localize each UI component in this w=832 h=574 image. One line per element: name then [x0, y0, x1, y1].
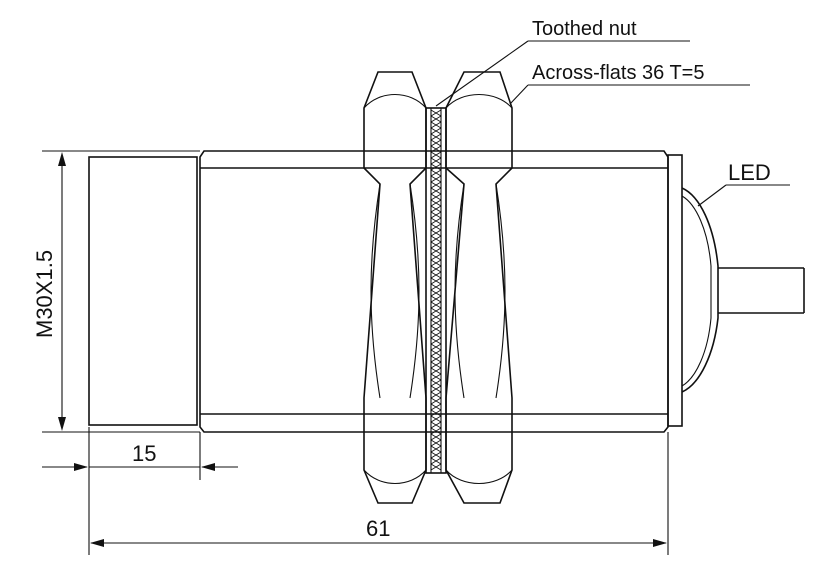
knurl-mark — [430, 397, 442, 405]
knurl-mark — [430, 427, 442, 435]
knurl-mark — [430, 313, 442, 321]
knurl-mark — [430, 349, 442, 357]
knurl-mark — [430, 445, 442, 453]
toothed-nut-callout: Toothed nut — [435, 18, 690, 107]
knurl-mark — [430, 433, 442, 441]
knurl-mark — [430, 121, 442, 129]
knurl-mark — [430, 157, 442, 165]
hex-nut-right — [445, 71, 513, 504]
knurl-mark — [430, 367, 442, 375]
knurl-mark — [430, 403, 442, 411]
knurl-mark — [430, 379, 442, 387]
overall-length-dimension: 61 — [90, 432, 669, 555]
knurl-mark — [430, 289, 442, 297]
knurl-mark — [430, 373, 442, 381]
knurl-mark — [430, 223, 442, 231]
knurl-mark — [430, 391, 442, 399]
knurl-mark — [430, 199, 442, 207]
knurl-mark — [430, 301, 442, 309]
knurl-mark — [430, 265, 442, 273]
knurl-mark — [430, 253, 442, 261]
led-label: LED — [728, 160, 771, 185]
thread-dimension-label: M30X1.5 — [32, 250, 57, 338]
knurl-mark — [430, 175, 442, 183]
led-dome — [681, 187, 719, 393]
knurl-mark — [430, 211, 442, 219]
knurl-mark — [430, 109, 442, 117]
knurl-mark — [430, 325, 442, 333]
across-flats-callout: Across-flats 36 T=5 — [509, 62, 750, 105]
knurl-mark — [430, 187, 442, 195]
knurl-mark — [430, 319, 442, 327]
knurl-mark — [430, 241, 442, 249]
thread-dimension: M30X1.5 — [32, 150, 200, 433]
knurl-mark — [430, 115, 442, 123]
knurl-mark — [430, 247, 442, 255]
knurl-mark — [430, 259, 442, 267]
knurl-mark — [430, 457, 442, 465]
knurl-mark — [430, 235, 442, 243]
hex-nut-left — [363, 71, 427, 504]
knurl-mark — [430, 331, 442, 339]
led-callout: LED — [697, 160, 790, 207]
knurl-mark — [430, 385, 442, 393]
knurl-mark — [430, 145, 442, 153]
knurl-mark — [430, 295, 442, 303]
knurl-mark — [430, 127, 442, 135]
knurl-mark — [430, 169, 442, 177]
knurl-mark — [430, 307, 442, 315]
knurl-mark — [430, 133, 442, 141]
knurl-mark — [430, 151, 442, 159]
knurl-mark — [430, 361, 442, 369]
knurl-mark — [430, 451, 442, 459]
knurl-mark — [430, 463, 442, 471]
knurl-mark — [430, 181, 442, 189]
knurl-mark — [430, 163, 442, 171]
sensing-length-dimension: 15 — [42, 427, 238, 555]
knurl-mark — [430, 229, 442, 237]
knurl-mark — [430, 337, 442, 345]
toothed-nut — [425, 107, 447, 474]
knurl-mark — [430, 415, 442, 423]
sensing-face-cap — [88, 156, 198, 426]
sensing-length-label: 15 — [132, 441, 156, 466]
knurl-mark — [430, 193, 442, 201]
knurl-mark — [430, 205, 442, 213]
knurl-mark — [430, 409, 442, 417]
knurl-mark — [430, 277, 442, 285]
rear-flange — [667, 154, 683, 427]
knurl-mark — [430, 421, 442, 429]
knurl-mark — [430, 283, 442, 291]
knurl-mark — [430, 139, 442, 147]
cable — [718, 267, 805, 314]
knurl-mark — [430, 355, 442, 363]
toothed-nut-label: Toothed nut — [532, 18, 637, 40]
knurl-mark — [430, 217, 442, 225]
knurl-mark — [430, 271, 442, 279]
overall-length-label: 61 — [366, 516, 390, 541]
knurl-mark — [430, 439, 442, 447]
across-flats-label: Across-flats 36 T=5 — [532, 62, 704, 84]
knurl-mark — [430, 343, 442, 351]
